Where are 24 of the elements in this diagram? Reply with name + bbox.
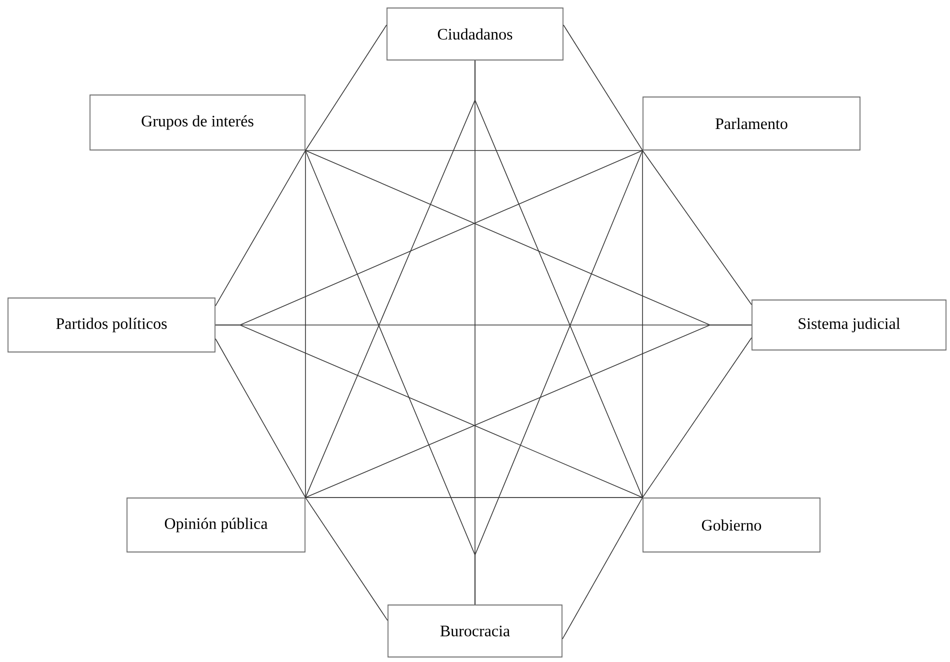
label-box: Burocracia [388, 604, 562, 658]
connector-line [215, 150, 306, 306]
connector-line [642, 337, 752, 498]
label-box: Partidos políticos [8, 298, 216, 352]
connector-line [562, 497, 643, 640]
connector-line [305, 24, 387, 151]
label-box: Grupos de interés [90, 94, 306, 150]
connector-line [305, 150, 306, 498]
label-box: Parlamento [642, 96, 860, 150]
connector-line [305, 497, 643, 498]
connector-line [305, 324, 752, 498]
connector-line [642, 150, 752, 306]
connector-line [215, 338, 306, 498]
label-box: Sistema judicial [752, 300, 946, 350]
label-box: Ciudadanos [386, 8, 564, 60]
connector-line [563, 24, 643, 151]
connector-line [305, 150, 643, 151]
connector-line [642, 150, 643, 498]
connector-line [474, 150, 643, 605]
label-box: Gobierno [642, 498, 820, 552]
connector-line [305, 497, 388, 621]
connector-line [474, 60, 643, 498]
connector-line [215, 324, 643, 498]
label-box: Opinión pública [126, 498, 306, 552]
